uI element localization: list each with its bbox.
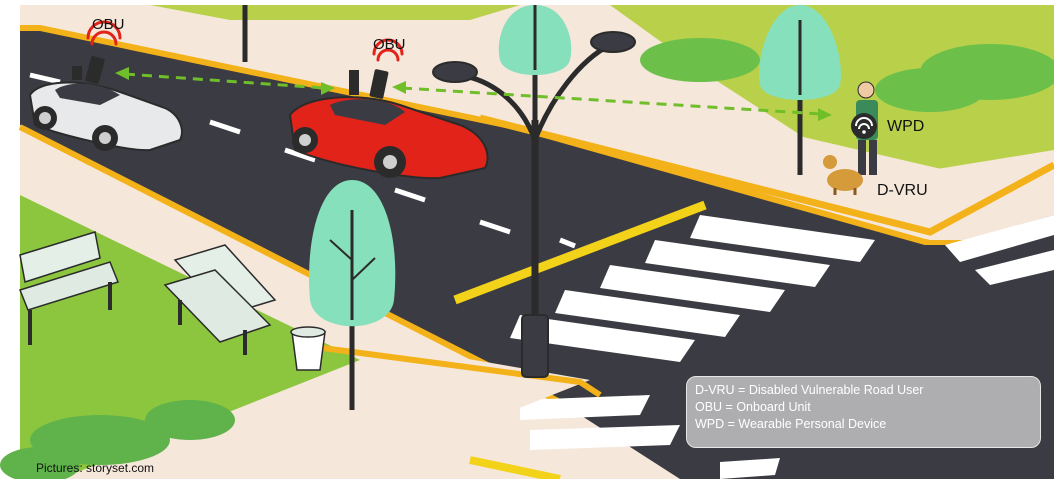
obu-label-center: OBU — [373, 36, 406, 53]
image-credit: Pictures: storyset.com — [36, 461, 154, 475]
wpd-device-icon — [851, 113, 877, 139]
legend-item: D-VRU = Disabled Vulnerable Road User — [695, 382, 1032, 399]
legend-box: D-VRU = Disabled Vulnerable Road User OB… — [686, 376, 1041, 448]
legend-item: WPD = Wearable Personal Device — [695, 416, 1032, 433]
wpd-label: WPD — [887, 118, 924, 136]
obu-label-left: OBU — [92, 16, 125, 33]
legend-item: OBU = Onboard Unit — [695, 399, 1032, 416]
trash-bin — [291, 327, 325, 370]
dvru-label: D-VRU — [877, 182, 928, 200]
